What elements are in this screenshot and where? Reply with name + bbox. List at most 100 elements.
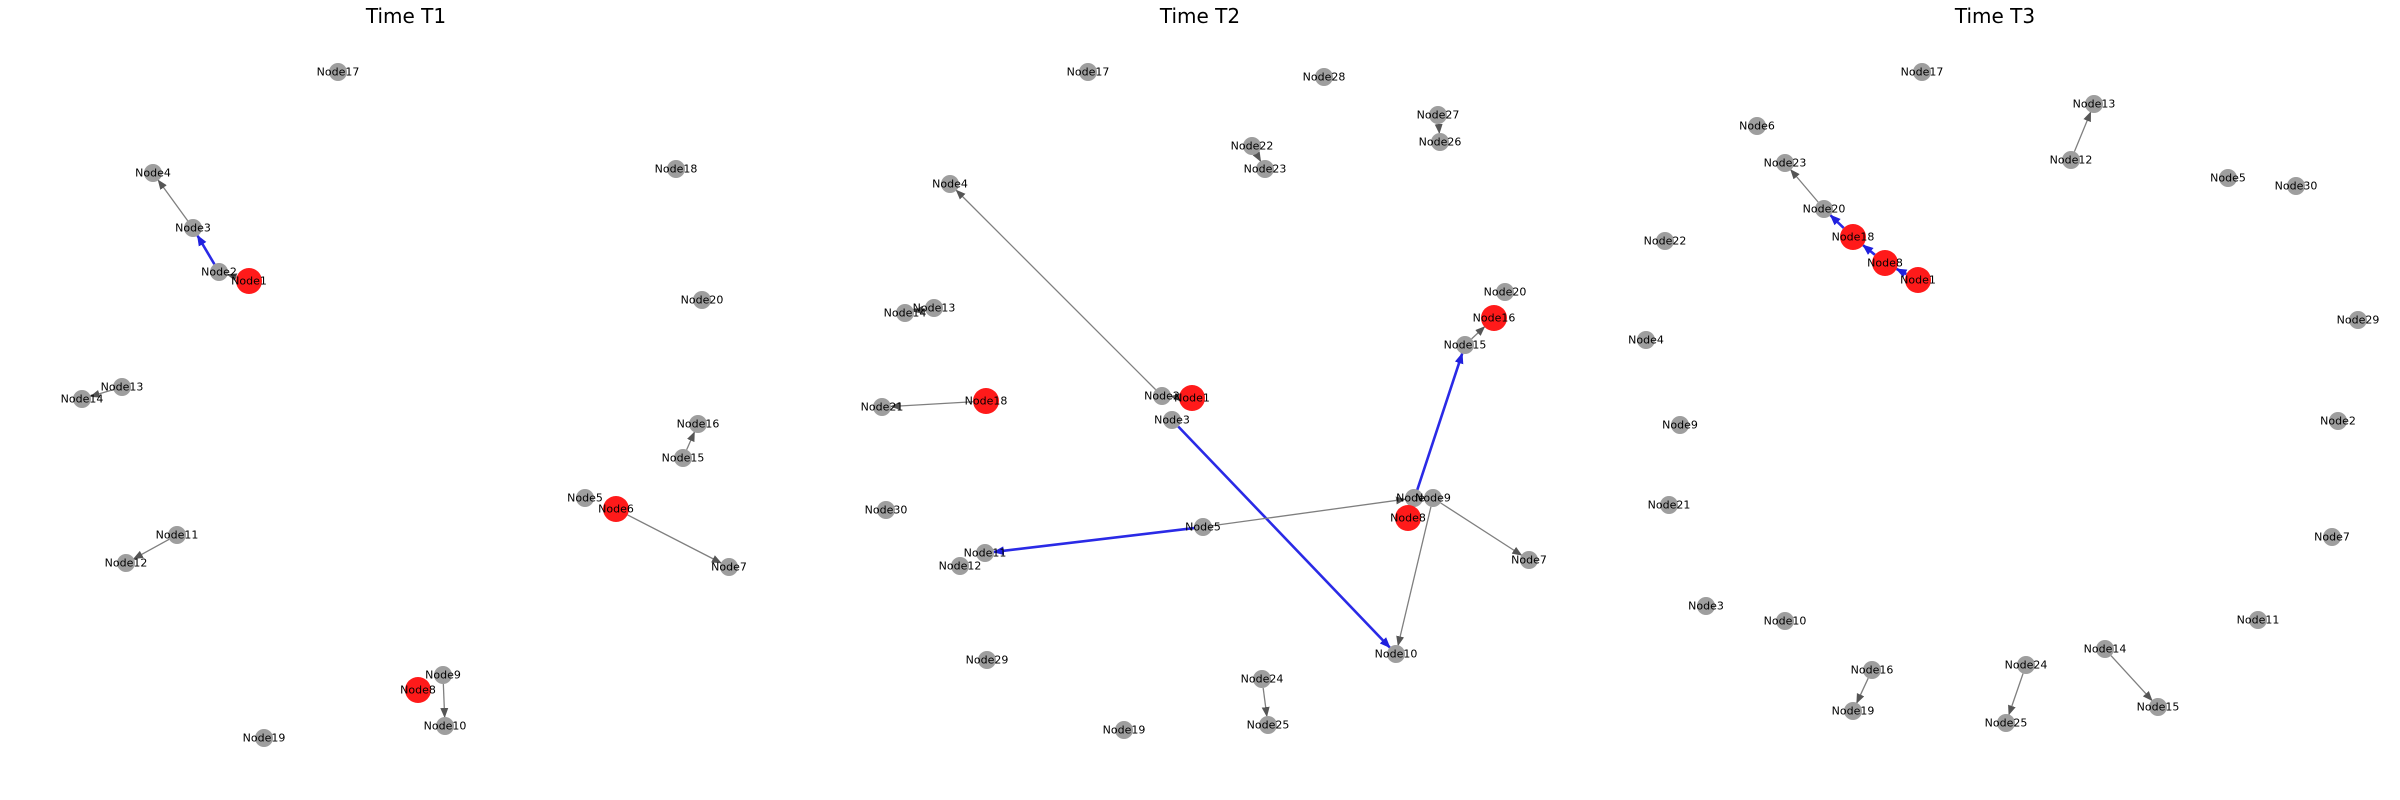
node-label-node5: Node5 bbox=[567, 492, 603, 505]
edge-node1-node2 bbox=[1169, 393, 1181, 402]
node-label-node27: Node27 bbox=[1417, 109, 1460, 122]
node-node15 bbox=[2149, 698, 2167, 716]
node-node15 bbox=[1456, 336, 1474, 354]
node-node3 bbox=[1163, 411, 1181, 429]
edge-node3-node4 bbox=[157, 179, 189, 222]
panel-title-t3: Time T3 bbox=[1954, 4, 2035, 28]
node-node23 bbox=[1256, 160, 1274, 178]
node-label-node8: Node8 bbox=[1390, 512, 1426, 525]
node-label-node15: Node15 bbox=[1444, 339, 1487, 352]
node-label-node14: Node14 bbox=[61, 393, 104, 406]
node-node7 bbox=[1520, 551, 1538, 569]
node-node16 bbox=[1481, 305, 1507, 331]
node-label-node15: Node15 bbox=[2137, 701, 2180, 714]
node-node8 bbox=[1872, 250, 1898, 276]
node-label-node21: Node21 bbox=[861, 401, 904, 414]
node-node21 bbox=[1660, 496, 1678, 514]
node-node12 bbox=[951, 557, 969, 575]
node-label-node15: Node15 bbox=[662, 452, 705, 465]
node-node10 bbox=[1776, 612, 1794, 630]
edge-layer-t1 bbox=[89, 179, 722, 719]
node-node11 bbox=[976, 544, 994, 562]
node-label-node14: Node14 bbox=[2084, 643, 2127, 656]
node-node5 bbox=[2219, 169, 2237, 187]
node-node20 bbox=[693, 291, 711, 309]
node-node4 bbox=[1637, 331, 1655, 349]
node-label-node6: Node6 bbox=[1739, 120, 1775, 133]
node-label-node8: Node8 bbox=[400, 684, 436, 697]
node-node26 bbox=[1431, 133, 1449, 151]
node-node2 bbox=[210, 263, 228, 281]
node-label-node7: Node7 bbox=[2314, 531, 2350, 544]
edge-node13-node14 bbox=[912, 305, 926, 314]
node-label-node13: Node13 bbox=[913, 302, 956, 315]
node-label-node2: Node2 bbox=[2320, 415, 2356, 428]
node-node5 bbox=[576, 489, 594, 507]
node-label-node12: Node12 bbox=[105, 557, 148, 570]
edge-node8-node18 bbox=[1862, 244, 1876, 256]
node-node13 bbox=[113, 378, 131, 396]
node-node15 bbox=[674, 449, 692, 467]
node-label-node4: Node4 bbox=[932, 178, 968, 191]
node-label-node25: Node25 bbox=[1247, 719, 1290, 732]
node-node29 bbox=[2349, 311, 2367, 329]
node-node19 bbox=[255, 729, 273, 747]
node-node27 bbox=[1429, 106, 1447, 124]
node-label-node6: Node6 bbox=[598, 503, 634, 516]
node-node25 bbox=[1997, 714, 2015, 732]
node-label-node23: Node23 bbox=[1244, 163, 1287, 176]
node-node2 bbox=[2329, 412, 2347, 430]
node-node22 bbox=[1656, 232, 1674, 250]
node-label-node21: Node21 bbox=[1648, 499, 1691, 512]
node-label-node13: Node13 bbox=[2073, 98, 2116, 111]
node-label-node30: Node30 bbox=[865, 504, 908, 517]
edge-node16-node19 bbox=[1856, 677, 1869, 704]
node-label-node20: Node20 bbox=[1484, 286, 1527, 299]
node-label-node24: Node24 bbox=[2005, 659, 2048, 672]
node-node8 bbox=[1395, 505, 1421, 531]
node-node20 bbox=[1496, 283, 1514, 301]
panel-title-t1: Time T1 bbox=[365, 4, 446, 28]
edge-node15-node16 bbox=[686, 431, 695, 451]
edge-node27-node26 bbox=[1434, 123, 1443, 135]
node-node6 bbox=[603, 496, 629, 522]
node-label-node16: Node16 bbox=[1473, 312, 1516, 325]
node-label-node18: Node18 bbox=[965, 395, 1008, 408]
edge-layer-t3 bbox=[1790, 111, 2153, 716]
node-node17 bbox=[329, 63, 347, 81]
panel-title-t2: Time T2 bbox=[1159, 4, 1240, 28]
edge-node9-node10 bbox=[440, 683, 449, 719]
node-node18 bbox=[1840, 224, 1866, 250]
node-label-node19: Node19 bbox=[1103, 724, 1146, 737]
node-node10 bbox=[1387, 645, 1405, 663]
node-node14 bbox=[896, 304, 914, 322]
node-label-node1: Node1 bbox=[1174, 392, 1210, 405]
edge-node2-node4 bbox=[955, 189, 1157, 391]
node-node17 bbox=[1913, 63, 1931, 81]
edge-node1-node2 bbox=[226, 273, 238, 282]
node-label-node13: Node13 bbox=[101, 381, 144, 394]
node-label-node5: Node5 bbox=[2210, 172, 2246, 185]
node-label-node5: Node5 bbox=[1185, 521, 1221, 534]
node-label-node1: Node1 bbox=[231, 275, 267, 288]
node-node25 bbox=[1259, 716, 1277, 734]
edge-node1-node8 bbox=[1895, 267, 1908, 278]
node-node18 bbox=[973, 388, 999, 414]
node-label-node6: Node6 bbox=[1396, 492, 1432, 505]
edge-node2-node3 bbox=[196, 234, 216, 265]
node-label-node17: Node17 bbox=[1067, 66, 1110, 79]
node-label-node18: Node18 bbox=[1832, 231, 1875, 244]
node-node9 bbox=[1424, 489, 1442, 507]
node-label-node12: Node12 bbox=[939, 560, 982, 573]
edge-node22-node23 bbox=[1252, 151, 1262, 163]
node-label-node1: Node1 bbox=[1900, 274, 1936, 287]
node-node23 bbox=[1776, 154, 1794, 172]
node-node28 bbox=[1315, 68, 1333, 86]
edge-node8-node15 bbox=[1410, 352, 1464, 507]
node-node3 bbox=[184, 219, 202, 237]
node-label-node22: Node22 bbox=[1644, 235, 1687, 248]
node-label-node16: Node16 bbox=[1851, 664, 1894, 677]
